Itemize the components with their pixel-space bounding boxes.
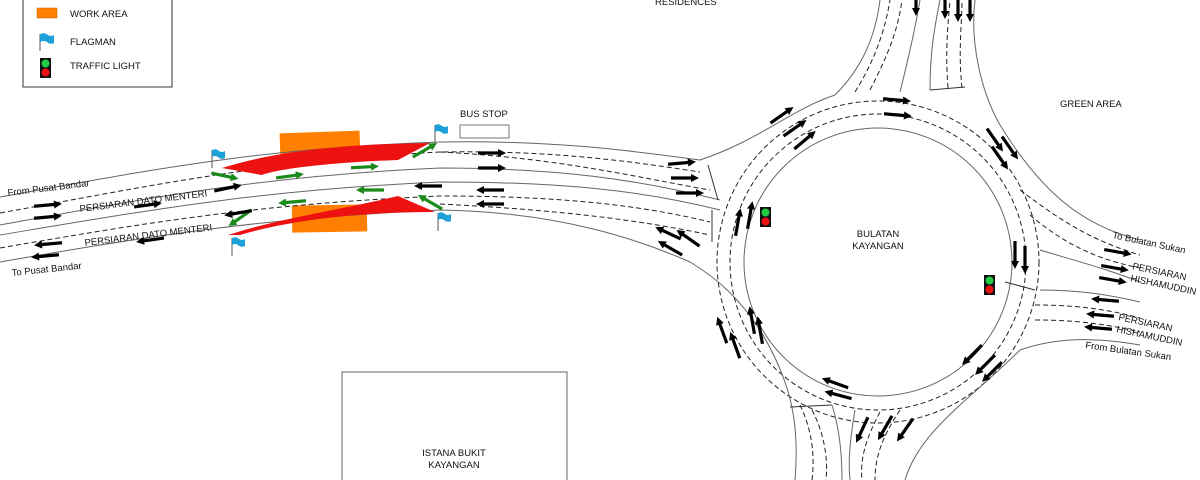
traffic-flow-arrow	[213, 182, 242, 193]
legend-work-area-label: WORK AREA	[70, 9, 128, 20]
traffic-flow-arrow	[476, 200, 504, 208]
traffic-flow-arrow	[912, 0, 920, 16]
diverted-traffic-arrow	[350, 162, 379, 171]
traffic-flow-arrow	[990, 145, 1009, 170]
closed-lane-south	[228, 196, 435, 235]
traffic-flow-arrow	[824, 389, 852, 401]
traffic-flow-arrow	[676, 189, 704, 197]
traffic-flow-arrow	[1086, 310, 1115, 319]
traffic-flow-arrow	[1000, 135, 1019, 160]
diverted-traffic-arrow	[278, 198, 307, 207]
traffic-flow-arrow	[34, 240, 63, 249]
traffic-light-east	[984, 275, 995, 295]
traffic-flow-arrow	[782, 119, 807, 138]
road-name-dato-menteri-upper: PERSIARAN DATO MENTERI	[79, 188, 208, 215]
flag-icon	[39, 33, 54, 51]
road-name-dato-menteri-lower: PERSIARAN DATO MENTERI	[84, 222, 213, 249]
legend-flagman-label: FLAGMAN	[70, 37, 116, 48]
istana-label-line1: ISTANA BUKIT	[422, 448, 486, 459]
traffic-flow-arrow	[982, 360, 1004, 382]
diverted-traffic-arrow	[210, 171, 239, 182]
traffic-flow-arrow	[821, 377, 849, 390]
traffic-light-west	[760, 207, 771, 227]
traffic-flow-arrow	[676, 229, 701, 248]
work-area-swatch-icon	[36, 7, 58, 19]
traffic-flow-arrow	[33, 212, 62, 221]
traffic-flow-arrow	[745, 201, 755, 230]
to-pusat-bandar-label: To Pusat Bandar	[11, 261, 82, 279]
traffic-flow-arrow	[966, 0, 974, 22]
green-area-label: GREEN AREA	[1060, 99, 1122, 110]
traffic-flow-arrow	[655, 226, 682, 241]
traffic-flow-arrow	[882, 96, 911, 105]
traffic-flow-arrow	[1100, 263, 1129, 273]
traffic-flow-arrow	[224, 208, 253, 218]
diverted-traffic-arrow	[275, 171, 304, 180]
diverted-traffic-arrow	[356, 186, 384, 194]
traffic-light-icon	[40, 58, 51, 78]
traffic-flow-arrow	[1084, 323, 1113, 332]
traffic-flow-arrow	[476, 186, 504, 194]
diverted-traffic-arrow	[417, 195, 443, 211]
traffic-flow-arrow	[883, 111, 912, 120]
traffic-flow-arrow	[414, 182, 442, 190]
istana-bukit-kayangan-plot	[341, 371, 568, 480]
traffic-flow-arrow	[31, 252, 60, 261]
traffic-flow-arrow	[941, 0, 949, 19]
istana-label-line2: KAYANGAN	[428, 460, 480, 471]
roundabout	[716, 0, 1141, 480]
bus-stop-shelter	[459, 124, 510, 139]
traffic-flow-arrow	[1091, 295, 1120, 304]
traffic-flow-arrow	[671, 174, 699, 182]
traffic-flow-arrow	[657, 241, 683, 257]
traffic-flow-arrow	[478, 164, 506, 172]
closed-lane-north	[222, 143, 430, 175]
from-pusat-bandar-label: From Pusat Bandar	[7, 178, 90, 199]
traffic-flow-arrow	[755, 316, 765, 345]
traffic-flow-arrow	[747, 306, 757, 335]
bus-stop-label: BUS STOP	[460, 109, 508, 120]
residences-label: RESIDENCES	[655, 0, 717, 8]
flagman-flag-icon	[231, 237, 245, 256]
traffic-flow-arrow	[478, 149, 506, 157]
traffic-flow-arrow	[975, 353, 997, 375]
persiaran-dato-menteri-road	[0, 94, 836, 331]
traffic-flow-arrow	[133, 200, 162, 209]
traffic-flow-arrow	[1098, 275, 1127, 285]
traffic-flow-arrow	[954, 0, 962, 22]
traffic-flow-arrow	[962, 343, 984, 365]
traffic-flow-arrow	[878, 415, 894, 441]
traffic-flow-arrow	[716, 316, 729, 344]
traffic-flow-arrow	[33, 200, 62, 209]
flagman-flag-icon	[437, 212, 451, 231]
legend: WORK AREA FLAGMAN TRAFFIC LIGHT	[22, 0, 173, 88]
traffic-flow-arrow	[1021, 246, 1029, 274]
roundabout-name-line2: KAYANGAN	[852, 241, 904, 252]
traffic-flow-arrow	[733, 208, 743, 237]
traffic-flow-arrow	[985, 127, 1004, 152]
traffic-flow-arrow	[667, 158, 696, 167]
traffic-flow-arrow	[769, 106, 794, 125]
traffic-flow-arrow	[1103, 247, 1132, 257]
flagman-flag-icon	[434, 124, 448, 143]
traffic-flow-arrow	[729, 331, 742, 359]
diverted-traffic-arrow	[412, 143, 438, 159]
flagman-flag-icon	[211, 149, 225, 168]
traffic-flow-arrow	[896, 417, 915, 442]
traffic-flow-arrow	[1011, 241, 1019, 269]
traffic-flow-arrow	[136, 236, 165, 245]
traffic-flow-arrow	[793, 131, 816, 151]
legend-traffic-light-label: TRAFFIC LIGHT	[70, 61, 141, 72]
traffic-flow-arrow	[855, 416, 870, 443]
roundabout-name-line1: BULATAN	[857, 229, 900, 240]
